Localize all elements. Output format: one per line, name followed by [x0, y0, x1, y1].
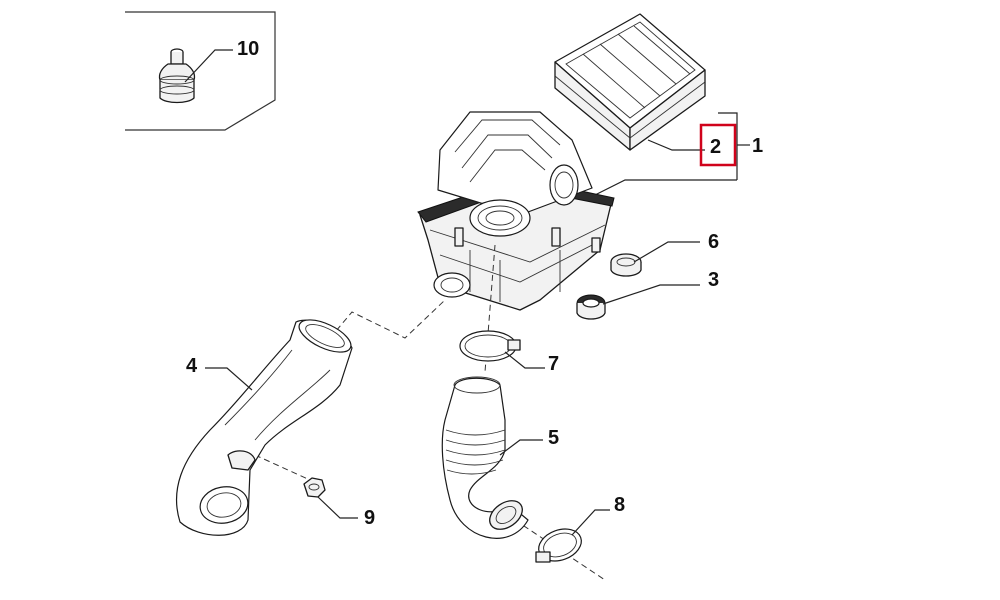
label-6: 6 [708, 231, 719, 253]
part-10-grommet[interactable] [158, 48, 196, 104]
label-3: 3 [708, 269, 719, 291]
part-4-air-duct[interactable] [176, 313, 356, 536]
part-3-grommet[interactable] [576, 294, 606, 320]
leader-1 [594, 179, 737, 196]
part-9-nut[interactable] [303, 477, 326, 498]
leader-5 [499, 439, 543, 456]
assembly-line-1-to-5 [484, 244, 496, 373]
part-8-clamp[interactable] [534, 523, 586, 566]
inset-frame [125, 11, 276, 131]
label-9: 9 [364, 507, 375, 529]
label-10: 10 [237, 38, 259, 60]
label-2: 2 [710, 136, 721, 158]
leader-4 [205, 367, 253, 391]
assembly-line-4-to-1 [329, 299, 446, 339]
part-2-air-filter[interactable] [554, 13, 706, 151]
label-1: 1 [752, 135, 763, 157]
part-6-plug[interactable] [610, 253, 642, 277]
leader-2 [647, 139, 705, 151]
part-7-clamp[interactable] [459, 330, 521, 362]
leader-8 [571, 509, 610, 536]
highlight-box-2 [699, 123, 737, 167]
leader-10 [184, 49, 233, 83]
label-7: 7 [548, 353, 559, 375]
leader-9 [317, 496, 358, 519]
label-4: 4 [186, 355, 198, 377]
label-8: 8 [614, 494, 625, 516]
part-1-air-box[interactable] [417, 111, 615, 311]
leader-6 [633, 241, 700, 263]
leader-3 [602, 284, 700, 305]
assembly-line-9 [254, 454, 311, 481]
label-5: 5 [548, 427, 559, 449]
bracket-1 [718, 112, 738, 180]
leader-7 [504, 351, 545, 369]
part-5-intake-hose[interactable] [441, 376, 529, 539]
